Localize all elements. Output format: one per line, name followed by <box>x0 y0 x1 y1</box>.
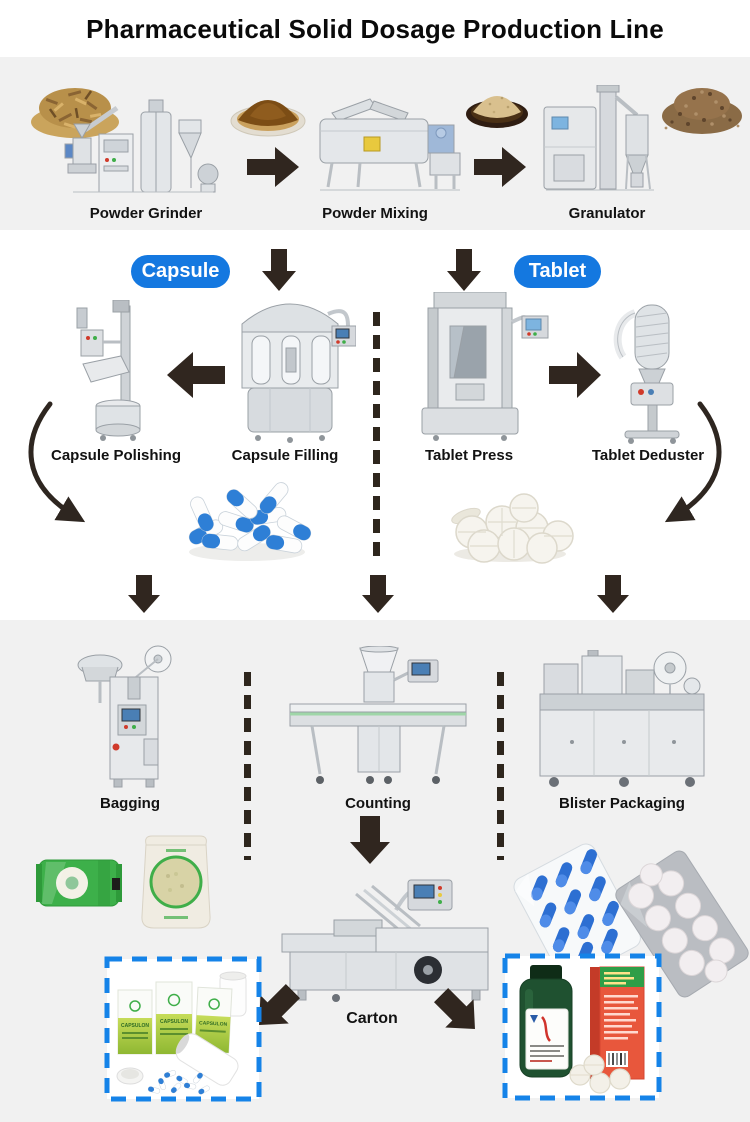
blister-packaging-machine-image <box>539 650 705 787</box>
arrow-right-mix-to-granulate-icon <box>474 147 526 187</box>
cartoning-machine-image <box>281 879 489 1002</box>
arrow-down-left-to-capsule-product-icon <box>259 983 301 1025</box>
capsule-badge: Capsule <box>131 255 230 288</box>
capsule-polishing-machine-image <box>76 300 141 441</box>
bagging-counting-divider-dashed-line <box>244 672 251 860</box>
green-bottle <box>519 965 573 1078</box>
granulator-label: Granulator <box>568 205 646 222</box>
arrow-down-to-carton-icon <box>350 816 390 864</box>
curved-arrow-right-icon <box>664 401 722 523</box>
capsule-polishing-label: Capsule Polishing <box>50 447 182 464</box>
counting-machine-image <box>289 646 467 784</box>
granulator-machine-image <box>543 85 654 191</box>
arrow-down-to-bagging-icon <box>128 575 160 613</box>
tipped-bottle <box>175 1033 239 1086</box>
arrow-left-filling-to-polishing-icon <box>167 352 225 398</box>
capsule-final-product-box: CAPSULON CAPSULON CAPSULON <box>104 956 262 1102</box>
bagging-machine-image <box>77 645 172 788</box>
green-sachet-image <box>36 859 122 907</box>
bagging-label: Bagging <box>100 795 160 812</box>
tablet-blister-pack-image <box>615 850 749 998</box>
tablet-badge: Tablet <box>514 255 601 288</box>
arrow-down-to-blister-icon <box>597 575 629 613</box>
capsule-filling-label: Capsule Filling <box>231 447 339 464</box>
svg-text:CAPSULON: CAPSULON <box>199 1020 228 1027</box>
tablet-press-label: Tablet Press <box>424 447 514 464</box>
granules-image <box>662 88 742 134</box>
svg-text:CAPSULON: CAPSULON <box>121 1023 149 1029</box>
capsule-blister-pack-image <box>513 843 641 982</box>
curved-arrow-left-icon <box>28 401 86 523</box>
brown-powder-bowl-image <box>230 100 306 137</box>
arrow-right-press-to-deduster-icon <box>549 352 601 398</box>
tablet-deduster-machine-image <box>613 304 680 444</box>
stand-up-pouch-image <box>141 835 211 929</box>
arrow-down-to-counting-icon <box>362 575 394 613</box>
powder-mixing-label: Powder Mixing <box>322 205 428 222</box>
tablet-final-product-box <box>502 953 662 1101</box>
counting-label: Counting <box>345 795 411 812</box>
svg-text:CAPSULON: CAPSULON <box>160 1019 188 1025</box>
tablet-deduster-label: Tablet Deduster <box>591 447 705 464</box>
counting-blister-divider-dashed-line <box>497 672 504 860</box>
arrow-down-right-to-tablet-product-icon <box>433 987 475 1029</box>
capsulon-carton-2: CAPSULON <box>155 981 193 1055</box>
tablets-image <box>451 493 574 564</box>
raw-herbs-image <box>31 88 119 138</box>
powder-grinder-machine-image <box>64 99 219 193</box>
capsule-filling-machine-image <box>241 303 356 443</box>
arrow-down-to-capsule-filling-icon <box>262 249 296 291</box>
powder-grinder-label: Powder Grinder <box>89 205 203 222</box>
loose-tablets <box>569 1054 631 1094</box>
arrow-down-to-tablet-press-icon <box>447 249 481 291</box>
tablet-press-machine-image <box>421 292 549 441</box>
red-carton <box>590 966 645 1080</box>
bottle-cap <box>116 1067 144 1085</box>
capsules-image <box>188 482 312 561</box>
powder-mixing-machine-image <box>319 98 461 191</box>
tan-powder-bowl-image <box>466 96 528 128</box>
blister-packaging-label: Blister Packaging <box>559 795 685 812</box>
page-title: Pharmaceutical Solid Dosage Production L… <box>86 14 664 44</box>
capsule-tablet-divider-dashed-line <box>373 312 380 556</box>
capsulon-carton-1: CAPSULON <box>117 989 153 1055</box>
arrow-right-grind-to-mix-icon <box>247 147 299 187</box>
spilled-capsules <box>147 1070 210 1095</box>
carton-label: Carton <box>346 1010 398 1027</box>
